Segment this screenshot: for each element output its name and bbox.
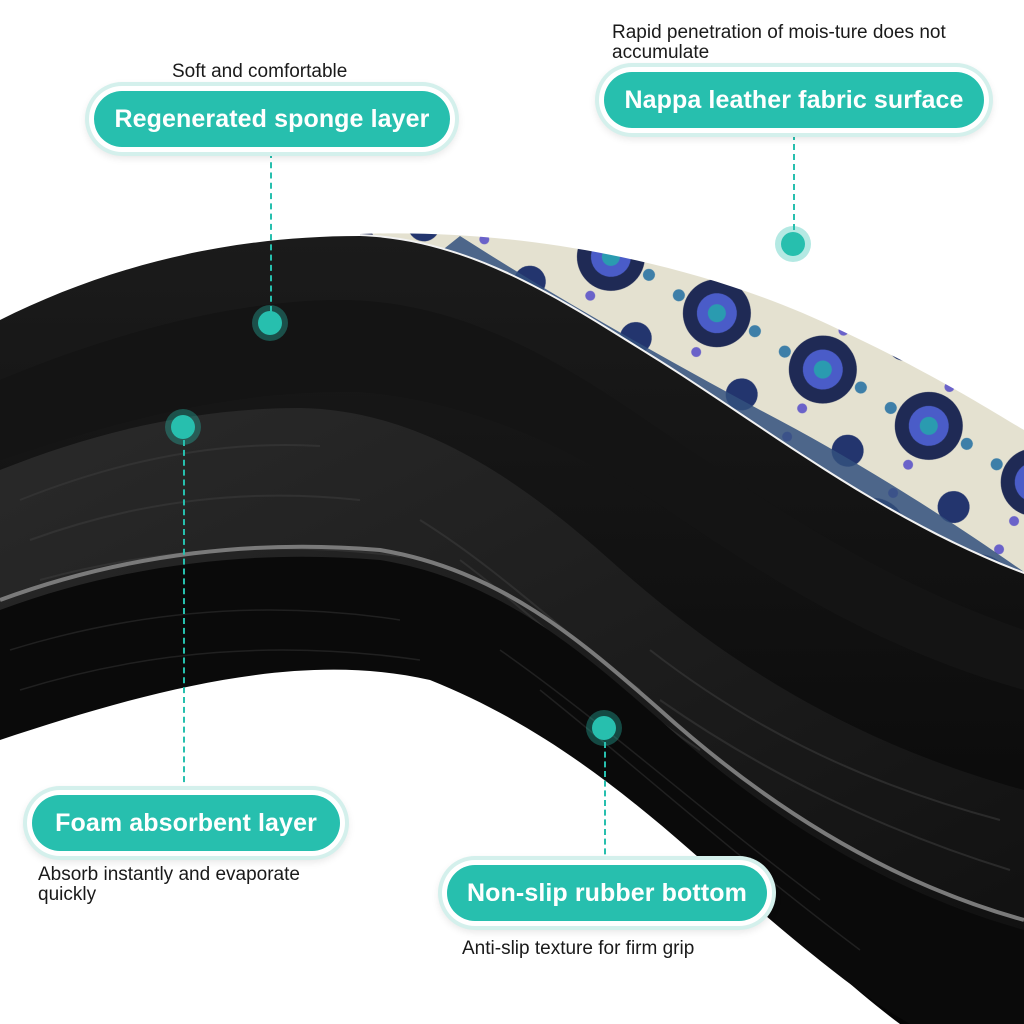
foam-caption: Absorb instantly and evaporate quickly [38, 864, 300, 905]
sponge-caption: Soft and comfortable [172, 61, 348, 82]
foam-layer-label: Foam absorbent layer [32, 795, 340, 851]
nappa-caption: Rapid penetration of mois-ture does not … [612, 22, 946, 63]
nappa-layer-label: Nappa leather fabric surface [604, 72, 984, 128]
foam-marker-dot [171, 415, 195, 439]
sponge-marker-dot [258, 311, 282, 335]
nappa-leader-line [793, 134, 795, 230]
sponge-leader-line [270, 152, 272, 312]
foam-leader-line [183, 440, 185, 792]
nappa-marker-dot [781, 232, 805, 256]
rubber-marker-dot [592, 716, 616, 740]
sponge-layer-label: Regenerated sponge layer [94, 91, 450, 147]
rubber-leader-line [604, 742, 606, 864]
rubber-caption: Anti-slip texture for firm grip [462, 938, 695, 959]
rubber-layer-label: Non-slip rubber bottom [447, 865, 767, 921]
